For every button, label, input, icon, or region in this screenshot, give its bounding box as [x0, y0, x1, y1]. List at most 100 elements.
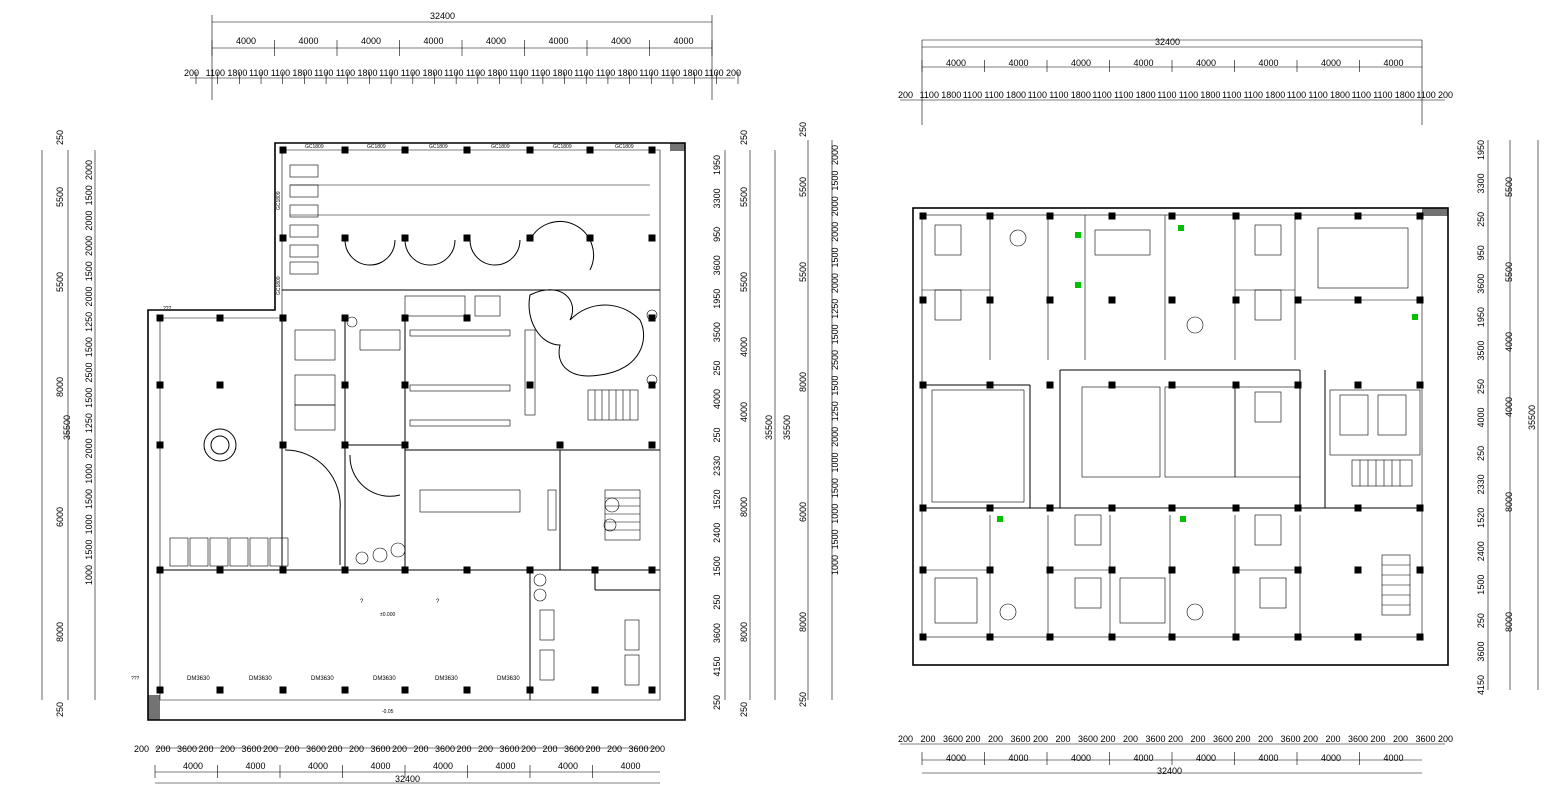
right-bottom-bay-dim: 4000 — [1259, 753, 1279, 763]
right-column — [919, 504, 927, 512]
accent-marker — [997, 516, 1003, 522]
left-door-tag: DM3630 — [435, 676, 458, 682]
right-upper-floor-plan — [912, 207, 1449, 666]
left-column — [279, 441, 287, 449]
left-window-tag: GC1809 — [367, 144, 386, 150]
left-mark-4: ??? — [131, 676, 140, 682]
right-column — [1416, 504, 1424, 512]
left-column — [341, 441, 349, 449]
right-column — [986, 381, 994, 389]
left-column — [648, 381, 656, 389]
left-column — [591, 566, 599, 574]
left-bottom-sub-dim: 200 — [607, 744, 622, 754]
right-column — [1294, 504, 1302, 512]
accent-marker — [1075, 232, 1081, 238]
right-column — [1232, 504, 1240, 512]
left-bottom-sub-dim: 200 — [543, 744, 558, 754]
left-column — [341, 566, 349, 574]
left-right-sub-dim: 250 — [712, 595, 722, 610]
left-column — [341, 146, 349, 154]
left-right-bay-dim: 4000 — [739, 337, 749, 357]
left-right-sub-dim: 3500 — [712, 322, 722, 342]
right-bottom-sub-dim: 200 — [1393, 734, 1408, 744]
left-top-sub-dim: 1100 — [314, 68, 333, 78]
left-window-tag: GC1809 — [305, 144, 324, 150]
right-left-bay-dim: 5500 — [798, 262, 808, 282]
left-top-sub-dim: 1100 — [596, 68, 615, 78]
right-left-sub-dim: 1500 — [830, 171, 840, 191]
left-right-bay-dim: 4000 — [739, 402, 749, 422]
right-bottom-sub-dim: 3600 — [1011, 734, 1031, 744]
right-bottom-bay-dim: 4000 — [1321, 753, 1341, 763]
left-right-sub-dim: 250 — [712, 695, 722, 710]
right-column — [1232, 566, 1240, 574]
left-column — [401, 314, 409, 322]
right-column — [1354, 566, 1362, 574]
right-right-sub-dim: 4150 — [1476, 675, 1486, 695]
right-left-sub-dim: 2500 — [830, 350, 840, 370]
right-right-sub-dim: 250 — [1476, 446, 1486, 461]
right-left-bay-dim: 6000 — [798, 502, 808, 522]
right-column — [986, 296, 994, 304]
left-right-sub-dim: 1950 — [712, 155, 722, 175]
left-bottom-sub-dim: 200 — [521, 744, 536, 754]
left-column — [526, 146, 534, 154]
right-bottom-sub-dim: 200 — [1258, 734, 1273, 744]
right-top-sub-dim: 1100 — [1157, 90, 1176, 100]
left-top-bay-dim: 4000 — [549, 36, 569, 46]
accent-marker — [1180, 516, 1186, 522]
right-column — [1416, 296, 1424, 304]
left-mark-1: ? — [360, 599, 364, 605]
right-left-sub-dim: 2000 — [830, 427, 840, 447]
right-top-total-dim: 32400 — [1155, 37, 1180, 47]
left-column — [648, 146, 656, 154]
left-column — [279, 314, 287, 322]
left-bottom-sub-dim: 3600 — [371, 744, 391, 754]
right-bottom-sub-dim: 200 — [988, 734, 1003, 744]
right-bottom-bay-dim: 4000 — [1384, 753, 1404, 763]
left-bottom-sub-dim: 200 — [134, 744, 149, 754]
right-right-sub-dim: 250 — [1476, 212, 1486, 227]
right-top-sub-dim: 1800 — [1330, 90, 1350, 100]
left-top-bay-dim: 4000 — [299, 36, 319, 46]
left-bottom-sub-dim: 200 — [414, 744, 429, 754]
right-left-bay-dim: 5500 — [798, 177, 808, 197]
right-column — [1294, 633, 1302, 641]
left-top-bay-dim: 4000 — [486, 36, 506, 46]
left-column — [463, 686, 471, 694]
left-bottom-sub-dim: 3600 — [177, 744, 197, 754]
right-right-sub-dim: 3500 — [1476, 341, 1486, 361]
right-top-sub-dim: 1800 — [1136, 90, 1156, 100]
left-window-tag: GC1809 — [429, 144, 448, 150]
left-top-bay-dim: 4000 — [424, 36, 444, 46]
right-bottom-bay-dim: 4000 — [1134, 753, 1154, 763]
left-column — [526, 234, 534, 242]
right-left-sub-dim: 1000 — [830, 504, 840, 524]
right-column — [919, 212, 927, 220]
left-right-bay-dim: 8000 — [739, 622, 749, 642]
left-left-sub-dim: 2000 — [84, 160, 94, 180]
right-column — [1354, 633, 1362, 641]
right-bottom-bay-dim: 4000 — [1009, 753, 1029, 763]
right-column — [1168, 381, 1176, 389]
left-left-bay-dim: 6000 — [55, 507, 65, 527]
right-right-sub-dim: 1950 — [1476, 307, 1486, 327]
left-top-sub-dim: 1100 — [271, 68, 290, 78]
right-top-sub-dim: 1100 — [1373, 90, 1392, 100]
left-bottom-bay-dim: 4000 — [371, 761, 391, 771]
right-column — [1294, 381, 1302, 389]
left-left-bay-dim: 5500 — [55, 187, 65, 207]
right-bottom-bay-dim: 4000 — [1071, 753, 1091, 763]
left-column — [156, 381, 164, 389]
right-bottom-sub-dim: 3600 — [1416, 734, 1436, 744]
right-top-bay-dim: 4000 — [1009, 58, 1029, 68]
right-right-bay-dim: 5500 — [1504, 262, 1514, 282]
left-right-bay-dim: 250 — [739, 702, 749, 717]
right-bottom-sub-dim: 200 — [1438, 734, 1453, 744]
left-right-sub-dim: 2330 — [712, 456, 722, 476]
left-left-sub-dim: 1000 — [84, 565, 94, 585]
right-column — [1046, 296, 1054, 304]
right-column — [1046, 504, 1054, 512]
left-top-sub-dim: 1100 — [336, 68, 355, 78]
right-bottom-sub-dim: 3600 — [1078, 734, 1098, 744]
